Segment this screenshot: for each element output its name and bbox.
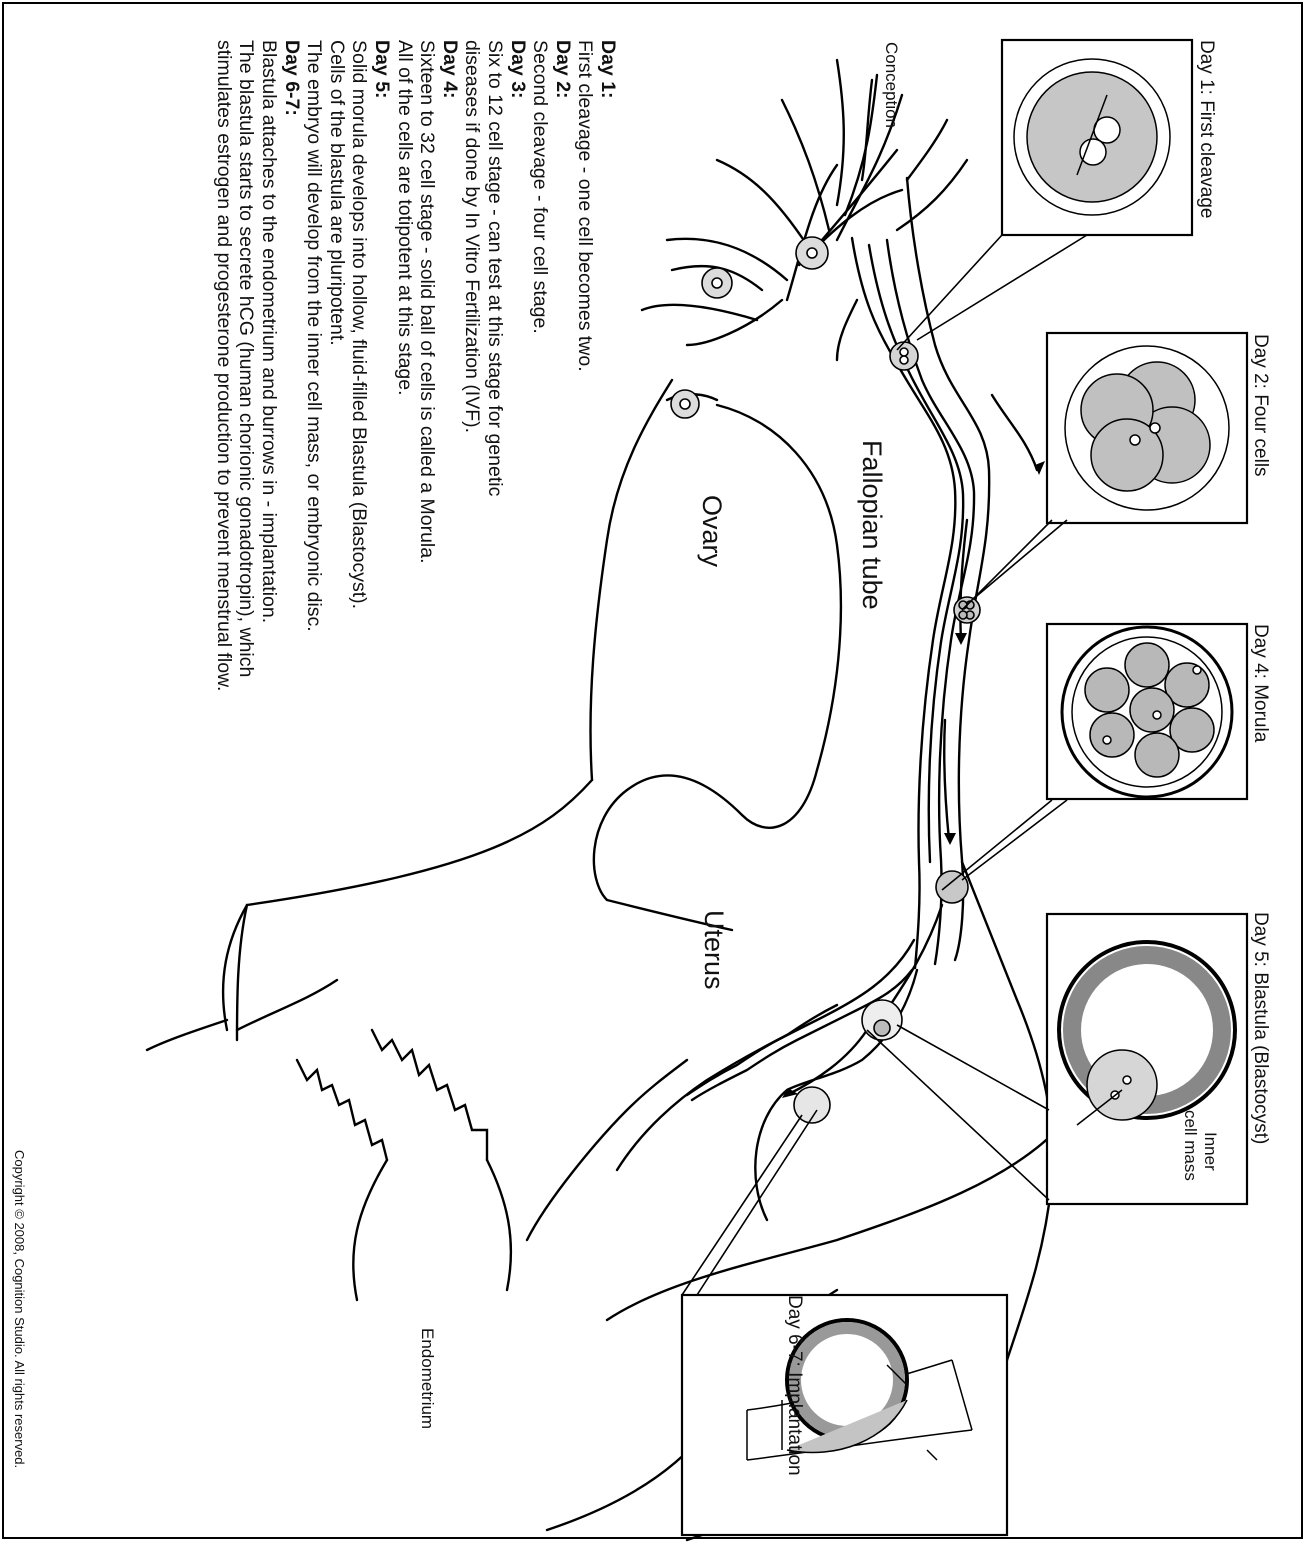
embryo-day4 — [936, 871, 968, 903]
desc-day5-line: Cells of the blastula are pluripotent. — [325, 40, 348, 940]
vagina-outer-left — [487, 1160, 511, 1290]
arrowhead — [944, 833, 956, 845]
label-day67-implantation: Day 6-7: Implantation — [783, 1295, 805, 1476]
desc-day67-line: Blastula attaches to the endometrium and… — [258, 40, 281, 940]
desc-day5-line: The embryo will develop from the inner c… — [303, 40, 326, 940]
desc-day1-heading: Day 1: — [596, 40, 619, 940]
label-fallopian-tube: Fallopian tube — [856, 440, 887, 610]
label-endometrium: Endometrium — [417, 1328, 437, 1429]
label-conception: Conception — [881, 42, 901, 128]
desc-day67-line: stimulates estrogen and progesterone pro… — [212, 40, 235, 940]
vagina-lower — [297, 1060, 387, 1160]
vagina-upper — [372, 1030, 487, 1160]
fimbria — [782, 100, 829, 230]
day-descriptions: Day 1: First cleavage - one cell becomes… — [212, 40, 619, 940]
fimbria — [717, 160, 807, 245]
vagina-outer-right — [353, 1160, 387, 1300]
desc-day3-line: Six to 12 cell stage - can test at this … — [483, 40, 506, 940]
label-inner-cell-mass-line2: cell mass — [1180, 1110, 1200, 1181]
desc-day67-line: The blastula starts to secrete hCG (huma… — [235, 40, 258, 940]
desc-day4-line: Sixteen to 32 cell stage - solid ball of… — [416, 40, 439, 940]
uterus-outer-top — [962, 862, 1053, 1360]
label-day1-first-cleavage: Day 1: First cleavage — [1195, 40, 1217, 218]
path-arrow — [992, 395, 1037, 470]
embryo-day2 — [954, 597, 980, 623]
fimbria — [907, 120, 947, 180]
cervix-wall — [237, 980, 337, 1030]
desc-day67-heading: Day 6-7: — [280, 40, 303, 940]
label-day5-blastula: Day 5: Blastula (Blastocyst) — [1249, 912, 1271, 1144]
fimbria — [837, 60, 844, 205]
desc-day5-line: Solid morula develops into hollow, fluid… — [348, 40, 371, 940]
desc-day2-heading: Day 2: — [551, 40, 574, 940]
arrowhead — [1035, 461, 1045, 475]
uterus-right-wall — [607, 1130, 1057, 1320]
desc-day3-line: diseases if done by In Vitro Fertilizati… — [461, 40, 484, 940]
desc-day2-line: Second cleavage - four cell stage. — [529, 40, 552, 940]
fimbria — [642, 305, 757, 320]
path-arrow — [837, 300, 857, 360]
desc-day3-heading: Day 3: — [506, 40, 529, 940]
desc-day4-line: All of the cells are totipotent at this … — [393, 40, 416, 940]
label-day4-morula: Day 4: Morula — [1249, 624, 1271, 742]
copyright-notice: Copyright © 2008, Cognition Studio. All … — [12, 1150, 27, 1468]
cervix-bottom — [147, 1020, 227, 1050]
label-inner-cell-mass-line1: Inner — [1200, 1132, 1220, 1171]
label-uterus: Uterus — [698, 910, 729, 990]
label-ovary: Ovary — [696, 495, 727, 567]
desc-day4-heading: Day 4: — [438, 40, 461, 940]
arrowhead — [955, 633, 967, 645]
path-arrow — [887, 905, 942, 1010]
ovary-outline — [594, 405, 841, 930]
label-day2-four-cells: Day 2: Four cells — [1249, 334, 1271, 477]
uterus-cavity-bottom — [527, 1060, 687, 1240]
desc-day1-line: First cleavage - one cell becomes two. — [574, 40, 597, 940]
endometrium-wavy-bottom — [687, 1005, 837, 1095]
path-arrow — [944, 720, 949, 840]
desc-day5-heading: Day 5: — [370, 40, 393, 940]
